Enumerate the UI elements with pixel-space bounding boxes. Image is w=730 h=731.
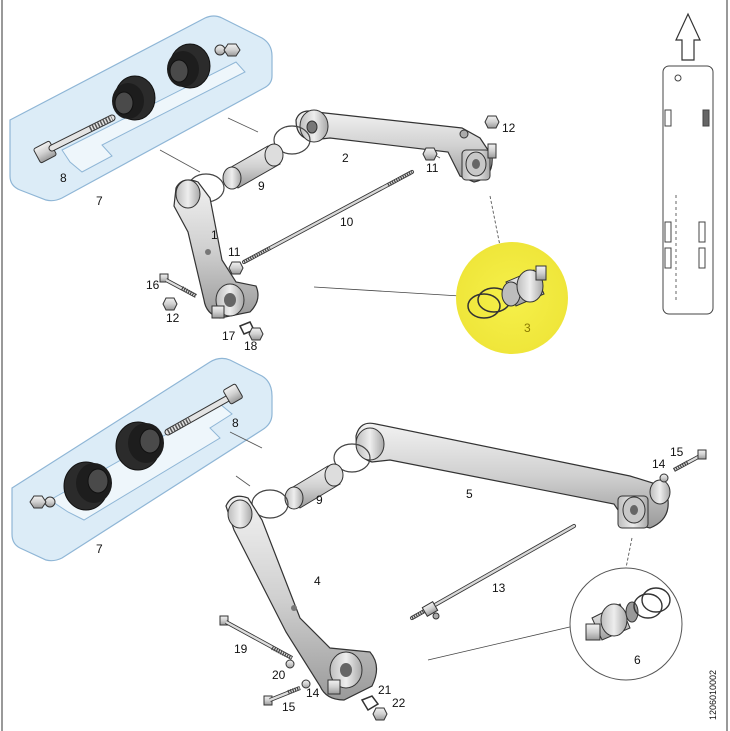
- label-3-upper: 3: [524, 321, 531, 335]
- label-6-lower: 6: [634, 653, 641, 667]
- bushing-lower-a: [63, 461, 112, 511]
- highlighted-part-3: 3: [456, 242, 568, 354]
- detail-6-leader: [427, 537, 633, 661]
- upper-control-arm-1: [173, 179, 259, 319]
- label-22-lower: 22: [392, 696, 406, 710]
- label-12-upper-left: 12: [166, 311, 180, 325]
- nut-22: [372, 707, 388, 721]
- callout-lines-upper: [159, 117, 259, 173]
- label-10-upper: 10: [340, 215, 354, 229]
- label-9-lower: 9: [316, 493, 323, 507]
- label-7-lower: 7: [96, 542, 103, 556]
- nut-11-upper-right: [422, 147, 438, 161]
- label-1-upper: 1: [211, 228, 218, 242]
- spacer-sleeve-9-lower: [251, 443, 371, 519]
- label-2-upper: 2: [342, 151, 349, 165]
- inset-mount-left: [664, 109, 672, 127]
- bolt-8-lower: [164, 383, 243, 436]
- clip-21: [360, 695, 380, 712]
- label-15-lower-right: 15: [670, 445, 684, 459]
- label-21-lower: 21: [378, 683, 392, 697]
- detail-part-6: 6: [569, 567, 683, 681]
- bushing-upper-a: [112, 75, 156, 121]
- label-11-upper-right: 11: [426, 161, 439, 175]
- inset-axle-left-b: [664, 247, 672, 269]
- document-id: 1206010002: [708, 670, 718, 720]
- nut-18: [248, 327, 264, 341]
- label-19-lower: 19: [234, 642, 248, 656]
- spacer-sleeve-9-upper: [187, 125, 311, 203]
- inset-hole-icon: [674, 74, 682, 82]
- label-11-upper-left: 11: [228, 245, 241, 259]
- washer-14-left: [301, 679, 311, 689]
- detail-3-leader: [313, 195, 501, 297]
- label-18-upper: 18: [244, 339, 258, 353]
- inset-axle-right-b: [698, 247, 706, 269]
- bushing-upper-b: [167, 43, 211, 89]
- lower-control-arm-4: [225, 495, 378, 701]
- direction-arrow-icon: [675, 12, 701, 61]
- label-12-upper-right: 12: [502, 121, 516, 135]
- washer-14-right: [659, 473, 669, 483]
- callout-lines-lower: [229, 431, 263, 487]
- label-9-upper: 9: [258, 179, 265, 193]
- bolt-15-right: [673, 449, 707, 472]
- washer-20: [285, 659, 295, 669]
- inset-axle-left-a: [664, 221, 672, 243]
- label-13-lower: 13: [492, 581, 506, 595]
- orientation-inset: [662, 12, 714, 315]
- label-17-upper: 17: [222, 329, 236, 343]
- bolt-19: [219, 615, 293, 660]
- inset-mount-right: [702, 109, 710, 127]
- label-20-lower: 20: [272, 668, 286, 682]
- nut-11-upper-left: [228, 261, 244, 275]
- label-14-lower-right: 14: [652, 457, 666, 471]
- inset-axle-right-a: [698, 221, 706, 243]
- threaded-shaft-13: [410, 524, 576, 620]
- label-8-lower: 8: [232, 416, 239, 430]
- kit-panel-upper: 8 7: [9, 15, 273, 208]
- threaded-rod-10: [242, 170, 414, 264]
- nut-12-upper-right: [484, 115, 500, 129]
- label-15-lower-left: 15: [282, 700, 296, 714]
- vehicle-frame-outline: [662, 65, 714, 315]
- bolt-15-left: [263, 686, 301, 706]
- label-8-upper: 8: [60, 171, 67, 185]
- bolt-8-upper: [33, 114, 116, 164]
- bolt-16: [159, 273, 197, 298]
- kit-panel-lower: 8 7: [11, 357, 273, 562]
- bushing-lower-b: [115, 421, 164, 471]
- label-4-lower: 4: [314, 574, 321, 588]
- upper-control-arm-2: [295, 109, 497, 183]
- label-5-lower: 5: [466, 487, 473, 501]
- lower-control-arm-5: [355, 422, 671, 529]
- label-7-upper: 7: [96, 194, 103, 208]
- nut-12-upper-left: [162, 297, 178, 311]
- label-14-lower-left: 14: [306, 686, 320, 700]
- label-16-upper: 16: [146, 278, 160, 292]
